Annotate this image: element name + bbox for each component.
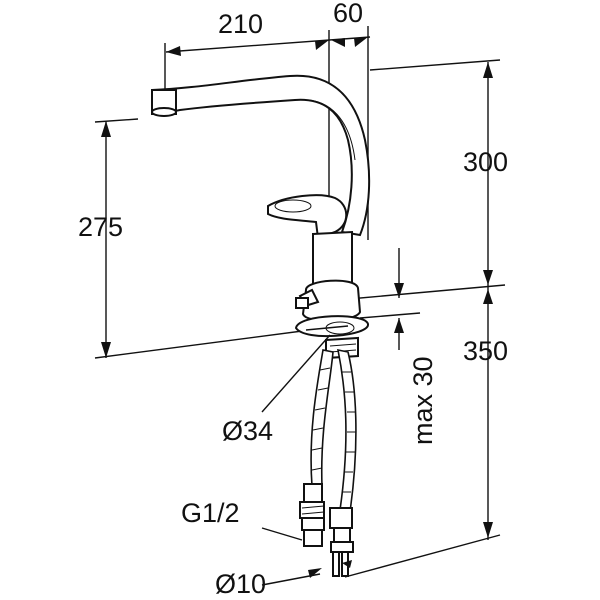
left-dimension-line [94, 118, 311, 359]
dim-label-diameter-10: Ø10 [215, 569, 266, 599]
dim-label-210: 210 [218, 9, 263, 39]
dim-label-diameter-34: Ø34 [222, 416, 273, 446]
dim-label-max-30: max 30 [408, 356, 438, 445]
hose-fitting-thread [299, 483, 325, 547]
dim-label-300: 300 [463, 147, 508, 177]
right-dimension-line [337, 59, 506, 578]
dim-label-60: 60 [333, 0, 363, 28]
dim-label-thread: G1/2 [181, 498, 240, 528]
faucet-spout [151, 74, 371, 237]
dim-label-275: 275 [78, 212, 123, 242]
dim-label-350: 350 [463, 336, 508, 366]
faucet-body [295, 230, 362, 322]
thickness-dimension-line [359, 248, 421, 350]
leader-lines [261, 325, 352, 586]
faucet-lever [267, 194, 348, 240]
